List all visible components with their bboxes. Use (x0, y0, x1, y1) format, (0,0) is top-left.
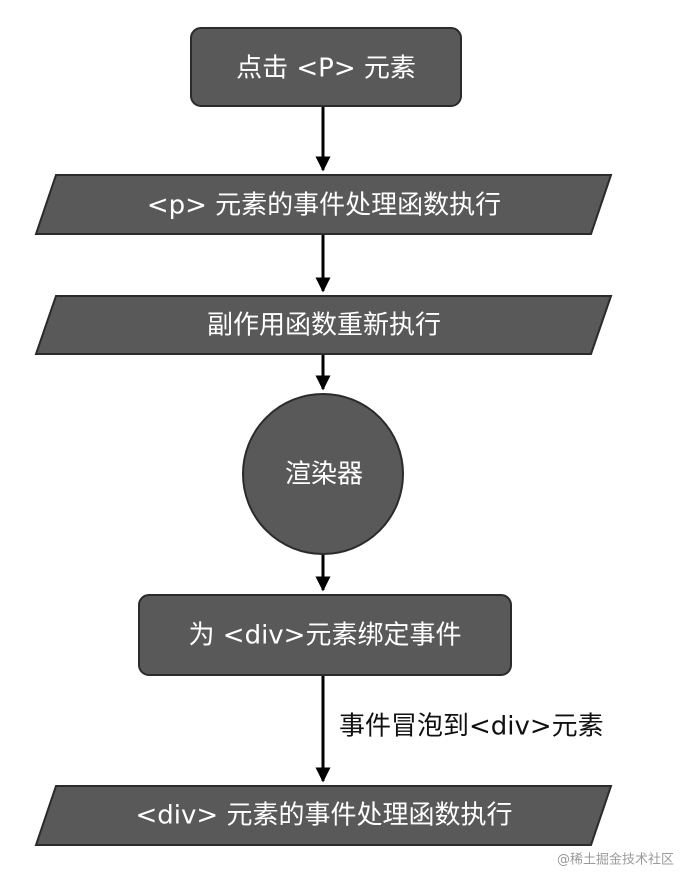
node-p-handler: <p> 元素的事件处理函数执行 (34, 174, 613, 235)
node-bind-div-event-label: 为 <div>元素绑定事件 (189, 621, 462, 651)
node-renderer: 渲染器 (242, 393, 404, 555)
node-click-p-label: 点击 <P> 元素 (236, 54, 416, 84)
node-effect-rerun-label: 副作用函数重新执行 (207, 311, 441, 341)
node-bind-div-event: 为 <div>元素绑定事件 (138, 594, 512, 676)
node-div-handler: <div> 元素的事件处理函数执行 (34, 785, 613, 846)
edge-bubble-label: 事件冒泡到<div>元素 (339, 712, 604, 742)
node-effect-rerun: 副作用函数重新执行 (34, 295, 613, 355)
node-div-handler-label: <div> 元素的事件处理函数执行 (136, 801, 513, 831)
node-click-p: 点击 <P> 元素 (190, 27, 462, 107)
watermark-text: @稀土掘金技术社区 (557, 852, 674, 868)
node-p-handler-label: <p> 元素的事件处理函数执行 (147, 191, 501, 221)
node-renderer-label: 渲染器 (285, 460, 363, 490)
